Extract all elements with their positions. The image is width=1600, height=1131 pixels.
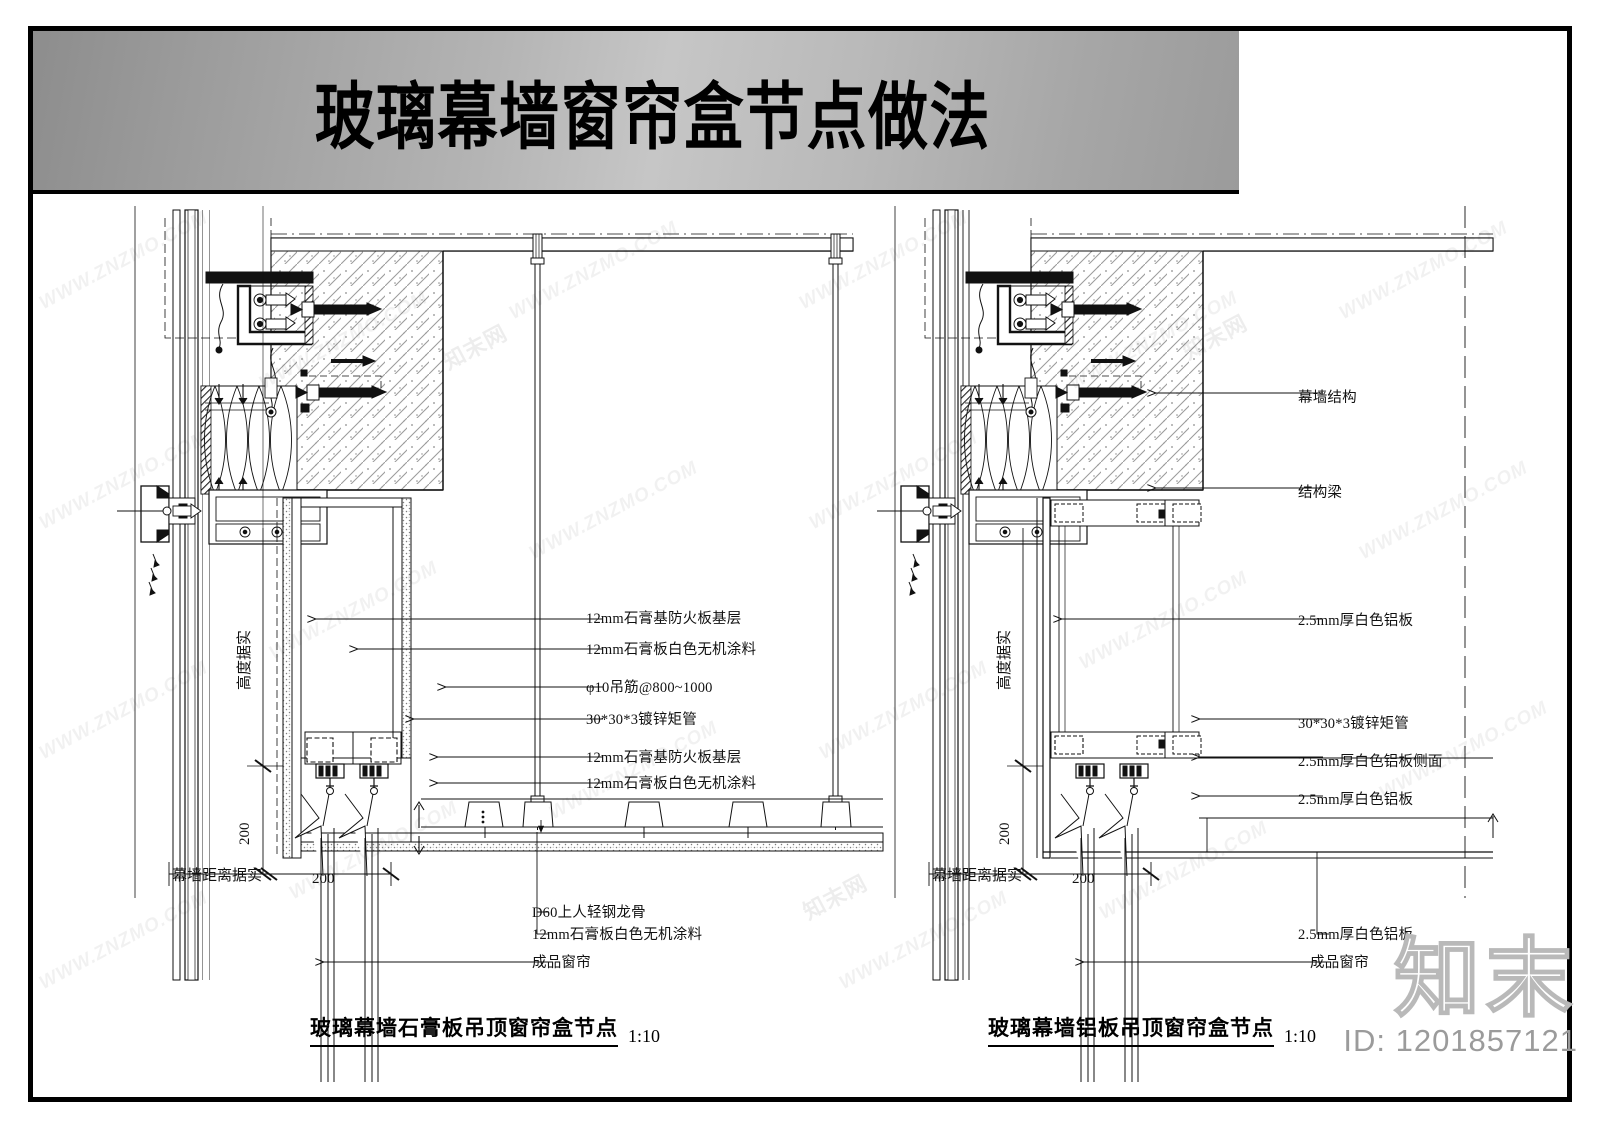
right-label-6: 2.5mm厚白色铝板	[1298, 792, 1414, 808]
left-label-2: 12mm石膏板白色无机涂料	[586, 642, 757, 658]
right-label-3: 2.5mm厚白色铝板	[1298, 613, 1414, 629]
right-dim-box-width: 200	[1072, 871, 1095, 887]
right-caption-scale: 1:10	[1284, 1026, 1317, 1046]
right-dim-wall-distance: 幕墙距离据实	[932, 868, 1023, 884]
left-dimensions	[134, 206, 400, 898]
right-caption-text: 玻璃幕墙铝板吊顶窗帘盒节点	[988, 1012, 1274, 1047]
left-gypsum-bulkhead	[276, 497, 884, 859]
right-label-1: 幕墙结构	[1298, 390, 1357, 406]
left-label-7: D60上人轻钢龙骨	[532, 905, 646, 921]
right-insulation	[960, 384, 1058, 496]
page-title: 玻璃幕墙窗帘盒节点做法	[314, 76, 991, 158]
left-caption-text: 玻璃幕墙石膏板吊顶窗帘盒节点	[310, 1012, 618, 1047]
right-label-8: 成品窗帘	[1310, 955, 1369, 971]
left-anchor-assembly	[164, 218, 388, 418]
left-hanger-rods	[530, 233, 843, 830]
left-dim-box-width: 200	[312, 871, 335, 887]
left-insulation	[200, 384, 298, 496]
left-label-8: 12mm石膏板白色无机涂料	[532, 927, 703, 943]
right-leader-lines	[1061, 393, 1329, 962]
right-label-5: 2.5mm厚白色铝板侧面	[1298, 754, 1443, 770]
cad-linework	[117, 206, 1499, 1082]
sheet-title-bar: 玻璃幕墙窗帘盒节点做法	[33, 31, 1239, 194]
left-detail-caption: 玻璃幕墙石膏板吊顶窗帘盒节点 1:10	[310, 1012, 660, 1047]
right-curtainwall-mullion	[932, 209, 970, 981]
right-detail-group	[877, 206, 1499, 1082]
right-label-2: 结构梁	[1298, 485, 1343, 501]
left-dim-height: 高度据实	[237, 629, 253, 690]
left-dim-wall-distance: 幕墙距离据实	[172, 868, 263, 884]
right-detail-caption: 玻璃幕墙铝板吊顶窗帘盒节点 1:10	[988, 1012, 1316, 1047]
left-ceiling-furring	[413, 798, 883, 856]
left-label-3: φ10吊筋@800~1000	[586, 680, 713, 696]
right-anchor-assembly	[924, 218, 1148, 418]
left-curtain-track	[294, 763, 389, 1082]
right-dimensions	[894, 206, 1160, 898]
right-dim-height: 高度据实	[997, 629, 1013, 690]
left-curtainwall-mullion	[172, 209, 210, 981]
left-detail-group	[117, 206, 884, 1082]
right-label-4: 30*30*3镀锌矩管	[1298, 716, 1409, 732]
drawing-canvas	[33, 198, 1567, 1097]
right-dim-drop: 200	[997, 822, 1013, 846]
left-label-5: 12mm石膏基防火板基层	[586, 750, 742, 766]
right-aluminium-bulkhead	[1036, 497, 1499, 859]
right-label-7: 2.5mm厚白色铝板	[1298, 927, 1414, 943]
right-rhs-tubes	[1054, 735, 1084, 755]
left-rhs-tubes	[304, 731, 402, 765]
right-curtain-track	[1054, 763, 1149, 1082]
left-label-4: 30*30*3镀锌矩管	[586, 712, 697, 728]
left-dim-drop: 200	[237, 822, 253, 846]
left-label-6: 12mm石膏板白色无机涂料	[586, 776, 757, 792]
left-label-9: 成品窗帘	[532, 955, 591, 971]
left-label-1: 12mm石膏基防火板基层	[586, 611, 742, 627]
left-leader-lines	[315, 619, 603, 962]
left-caption-scale: 1:10	[628, 1026, 661, 1046]
